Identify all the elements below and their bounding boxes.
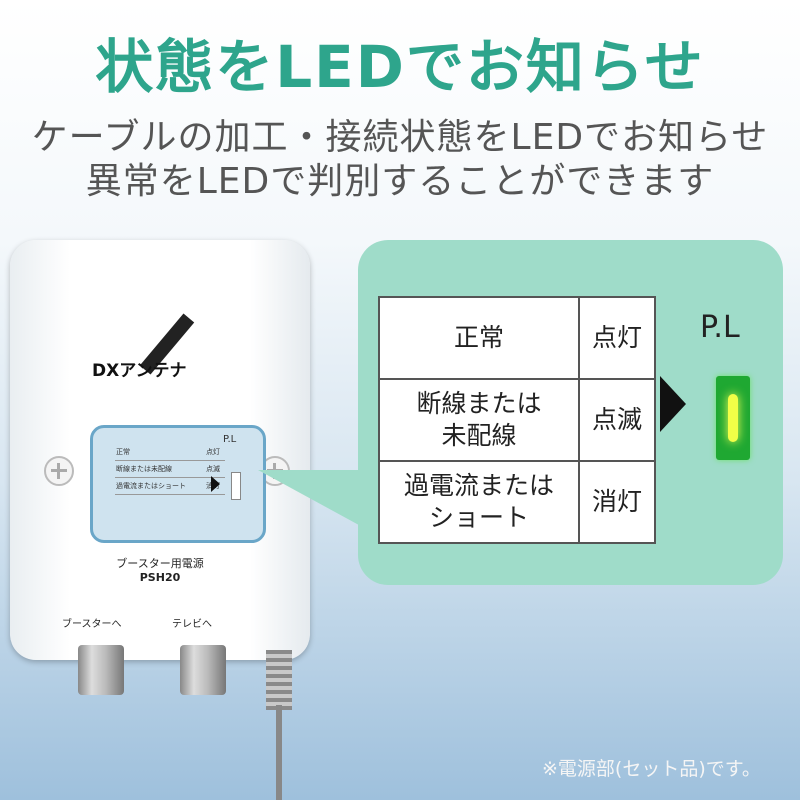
mini-condition: 過電流またはショート xyxy=(115,477,205,495)
port-label-tv: テレビへ xyxy=(172,619,212,630)
arrow-right-icon xyxy=(211,476,220,492)
table-row: 断線または未配線 点滅 xyxy=(115,460,225,478)
condition-cell: 過電流または ショート xyxy=(378,460,580,544)
headline: 状態をLEDでお知らせ xyxy=(95,33,705,101)
led-status-callout: 正常 点灯 断線または 未配線 点滅 過電流または ショート 消灯 P.L xyxy=(358,240,783,585)
device-brand: DXアンテナ xyxy=(92,361,187,381)
table-row: 過電流またはショート 消灯 xyxy=(115,477,225,495)
subtitle-line-1: ケーブルの加工・接続状態をLEDでお知らせ xyxy=(31,117,769,158)
booster-port xyxy=(78,645,124,695)
state-cell: 点灯 xyxy=(578,296,656,380)
table-row: 正常 点灯 xyxy=(115,444,225,461)
led-glow xyxy=(728,394,738,442)
device-model-name: ブースター用電源 xyxy=(116,557,204,570)
power-cable-wire xyxy=(276,705,282,800)
mini-condition: 正常 xyxy=(115,444,205,461)
led-indicator xyxy=(716,376,750,460)
mini-status-table: 正常 点灯 断線または未配線 点滅 過電流またはショート 消灯 xyxy=(115,444,225,495)
footnote: ※電源部(セット品)です。 xyxy=(542,758,761,780)
mini-pl-label: P.L xyxy=(223,434,237,445)
table-row: 断線または 未配線 点滅 xyxy=(378,378,656,462)
table-row: 過電流または ショート 消灯 xyxy=(378,460,656,544)
screw-icon xyxy=(44,456,74,486)
mini-led-indicator xyxy=(231,472,241,500)
subtitle-line-2: 異常をLEDで判別することができます xyxy=(85,161,715,202)
power-cable xyxy=(266,650,292,710)
state-cell: 点滅 xyxy=(578,378,656,462)
condition-cell: 正常 xyxy=(378,296,580,380)
device-led-panel: 正常 点灯 断線または未配線 点滅 過電流またはショート 消灯 P.L xyxy=(90,425,266,543)
device-model-code: PSH20 xyxy=(139,571,181,584)
table-row: 正常 点灯 xyxy=(378,296,656,380)
pl-label: P.L xyxy=(700,310,740,345)
port-label-booster: ブースターへ xyxy=(62,619,122,630)
arrow-right-icon xyxy=(660,376,686,432)
status-table: 正常 点灯 断線または 未配線 点滅 過電流または ショート 消灯 xyxy=(378,296,656,544)
tv-port xyxy=(180,645,226,695)
mini-state: 点灯 xyxy=(205,444,225,461)
mini-state: 点滅 xyxy=(205,460,225,478)
condition-cell: 断線または 未配線 xyxy=(378,378,580,462)
mini-condition: 断線または未配線 xyxy=(115,460,205,478)
state-cell: 消灯 xyxy=(578,460,656,544)
callout-pointer xyxy=(258,470,368,530)
